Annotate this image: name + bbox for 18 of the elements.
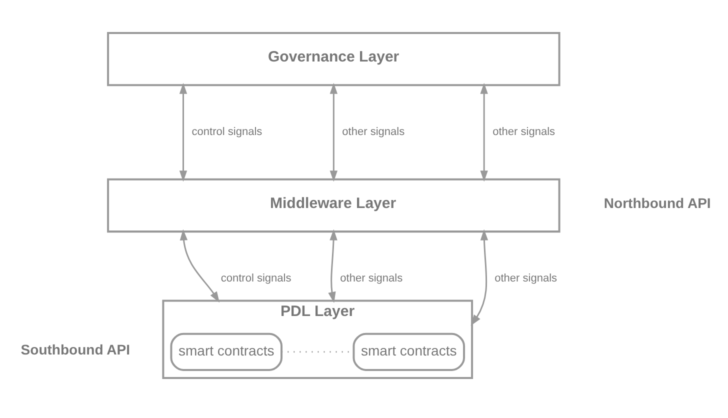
- label: Southbound API: [20, 341, 130, 358]
- edge-label: control signals: [220, 272, 292, 284]
- node-box: Middleware Layer: [107, 178, 560, 232]
- node-box: Governance Layer: [107, 32, 560, 86]
- arrow: [180, 228, 220, 302]
- arrow: [330, 82, 338, 182]
- edge-label: other signals: [492, 126, 556, 138]
- arrow: [328, 228, 338, 302]
- edge-label: other signals: [342, 126, 405, 138]
- label: Northbound API: [604, 194, 711, 211]
- arrow: [179, 82, 188, 182]
- node-box: smart contracts: [352, 332, 466, 370]
- arrow: [480, 82, 488, 182]
- edge-label: other signals: [494, 272, 558, 284]
- edge-label: control signals: [192, 126, 262, 138]
- node-box: smart contracts: [170, 332, 283, 370]
- arrow: [470, 228, 488, 326]
- edge-label: other signals: [340, 272, 403, 284]
